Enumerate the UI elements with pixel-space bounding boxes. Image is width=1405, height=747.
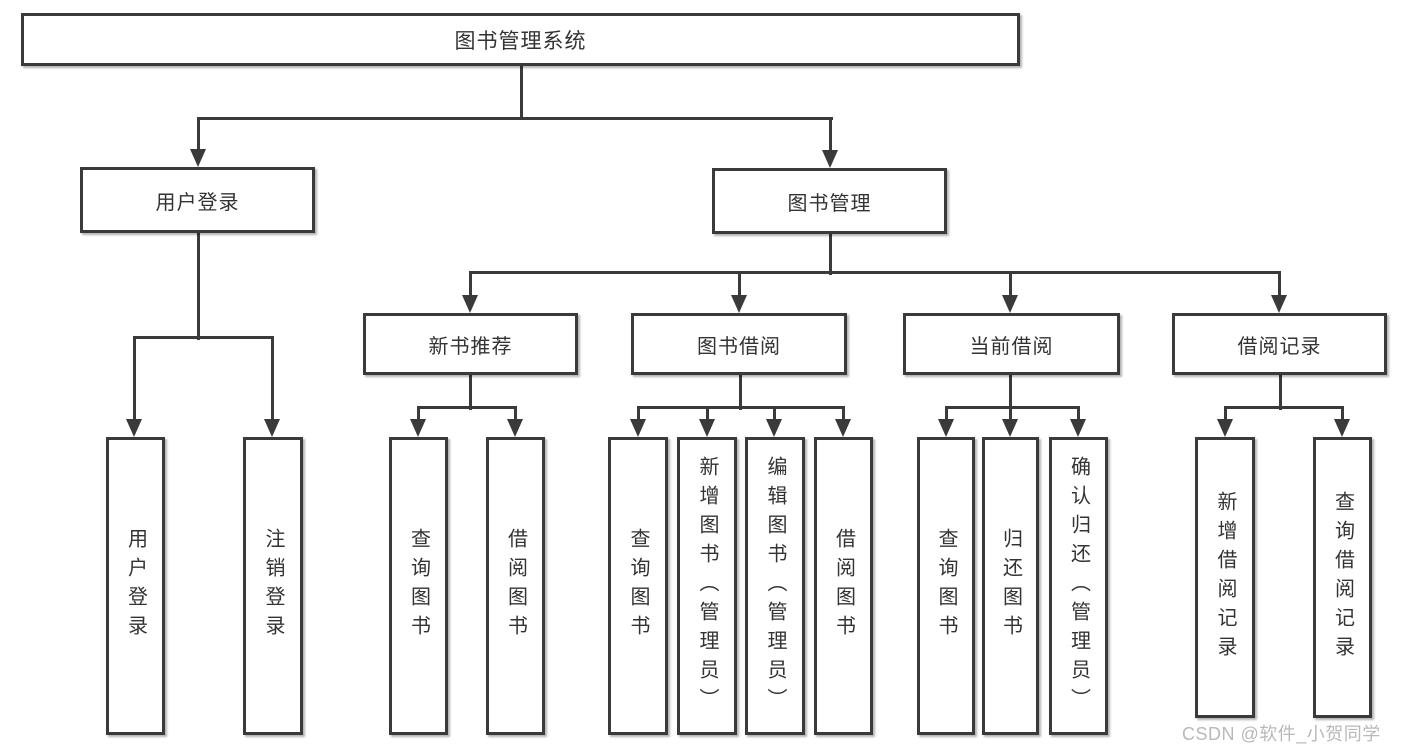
connector-line [737,272,741,297]
arrow-down-icon [630,419,646,437]
connector-line [828,234,832,275]
leaf-borrow-book: 借阅图书 [814,437,873,735]
connector-line [519,66,523,120]
connector-line [1008,272,1012,297]
connector-line [738,375,742,410]
connector-line [944,405,1080,409]
node-user-login: 用户登录 [80,167,315,233]
connector-line [132,335,274,339]
arrow-down-icon [1334,419,1350,437]
connector-line [416,407,420,421]
node-library-management-system: 图书管理系统 [21,13,1020,66]
connector-line [270,337,274,421]
connector-line [1277,272,1281,297]
connector-line [636,407,640,421]
connector-line [841,407,845,421]
connector-line [1008,407,1012,421]
arrow-down-icon [938,419,954,437]
leaf-query-book-recommend: 查询图书 [389,437,448,735]
arrow-down-icon [1217,419,1233,437]
arrow-down-icon [126,419,142,437]
arrow-down-icon [766,419,782,437]
connector-line [196,233,200,340]
arrow-down-icon [822,150,838,168]
leaf-add-book-admin: 新增图书（管理员） [677,437,737,735]
csdn-watermark: CSDN @软件_小贺同学 [1182,724,1381,744]
node-book-management: 图书管理 [712,168,947,234]
connector-line [1340,407,1344,421]
arrow-down-icon [1070,419,1086,437]
connector-line [416,405,517,409]
leaf-add-borrow-record: 新增借阅记录 [1195,437,1255,718]
connector-line [196,118,200,151]
arrow-down-icon [264,419,280,437]
connector-line [1008,375,1012,410]
connector-line [636,405,845,409]
arrow-down-icon [1271,295,1287,313]
connector-line [132,337,136,421]
arrow-down-icon [190,149,206,167]
connector-line [705,407,709,421]
connector-line [1278,375,1282,410]
connector-line [196,116,833,120]
leaf-logout: 注销登录 [243,437,303,735]
connector-line [944,407,948,421]
leaf-edit-book-admin: 编辑图书（管理员） [745,437,805,735]
leaf-confirm-return-admin: 确认归还（管理员） [1049,437,1108,735]
connector-line [1223,407,1227,421]
arrow-down-icon [1002,419,1018,437]
node-book-borrow: 图书借阅 [631,313,847,375]
node-new-book-recommend: 新书推荐 [363,313,578,375]
leaf-query-borrow-record: 查询借阅记录 [1313,437,1372,718]
arrow-down-icon [1002,295,1018,313]
connector-line [468,375,472,410]
connector-line [1076,407,1080,421]
connector-line [772,407,776,421]
connector-line [468,270,1281,274]
leaf-query-book-borrow: 查询图书 [608,437,668,735]
arrow-down-icon [410,419,426,437]
leaf-borrow-book-recommend: 借阅图书 [486,437,545,735]
connector-line [1223,405,1344,409]
connector-line [468,272,472,297]
arrow-down-icon [731,295,747,313]
arrow-down-icon [462,295,478,313]
arrow-down-icon [507,419,523,437]
node-current-borrow: 当前借阅 [903,313,1120,375]
leaf-user-login: 用户登录 [106,437,165,735]
arrow-down-icon [835,419,851,437]
connector-line [828,118,832,152]
leaf-return-book: 归还图书 [982,437,1039,735]
connector-line [513,407,517,421]
arrow-down-icon [699,419,715,437]
leaf-query-book-current: 查询图书 [917,437,975,735]
node-borrow-record: 借阅记录 [1172,313,1387,375]
